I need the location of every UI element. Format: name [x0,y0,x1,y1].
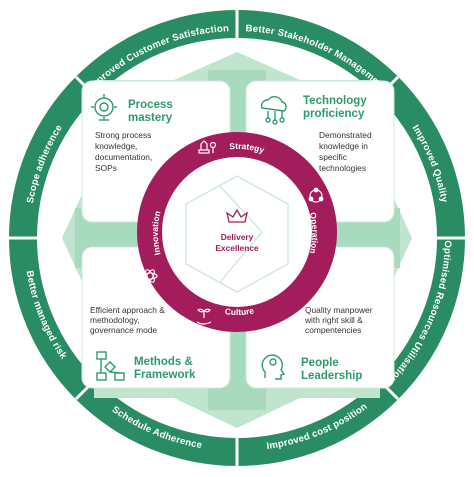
card-technology-body: Demonstrated knowledge in specific techn… [319,130,372,173]
center-title-line1: Delivery [221,232,254,242]
card-process-title-1: Process [128,99,173,111]
gear-bulb-icon [91,94,117,121]
svg-text:Demonstrated: Demonstrated [319,130,372,140]
svg-text:Efficient approach &: Efficient approach & [90,305,165,315]
svg-text:Strong process: Strong process [95,130,151,140]
inner-label-operation: Operation [308,211,320,254]
head-bulb-icon [261,354,286,380]
atom-icon [142,269,158,283]
svg-text:knowledge,: knowledge, [95,141,137,151]
chess-icon [198,140,217,154]
plant-hand-icon [196,308,212,325]
inner-label-innovation: Innovation [150,210,163,256]
card-process-body: Strong process knowledge, documentation,… [95,130,152,173]
svg-text:governance mode: governance mode [90,325,157,335]
crown-icon [226,208,248,223]
card-methods-title-2: Framework [134,369,196,381]
svg-text:methodology,: methodology, [90,315,140,325]
inner-white-disc [162,157,312,307]
svg-text:SOPs: SOPs [95,163,117,173]
card-methods-title-1: Methods & [134,356,193,368]
card-technology-title-2: proficiency [303,108,365,120]
svg-text:specific: specific [319,152,347,162]
card-methods-body: Efficient approach & methodology, govern… [90,305,165,335]
cloud-network-icon [260,96,287,125]
svg-text:with right skill &: with right skill & [304,315,363,325]
card-people-title-2: Leadership [301,370,362,382]
svg-text:knowledge in: knowledge in [319,141,368,151]
svg-text:documentation,: documentation, [95,152,152,162]
card-people-title-1: People [301,357,339,369]
svg-text:technologies: technologies [319,163,366,173]
card-technology-title-1: Technology [303,95,367,107]
svg-text:compentencies: compentencies [305,325,361,335]
svg-text:Quality manpower: Quality manpower [305,305,373,315]
center-cube-graphic [185,175,289,293]
card-people-body: Quality manpower with right skill & comp… [304,305,373,335]
center-title-line2: Excellence [215,243,259,253]
cycle-icon [308,187,324,203]
flowchart-icon [96,351,125,381]
card-process-title-2: mastery [128,112,173,124]
inner-label-culture: Culture [224,305,255,317]
